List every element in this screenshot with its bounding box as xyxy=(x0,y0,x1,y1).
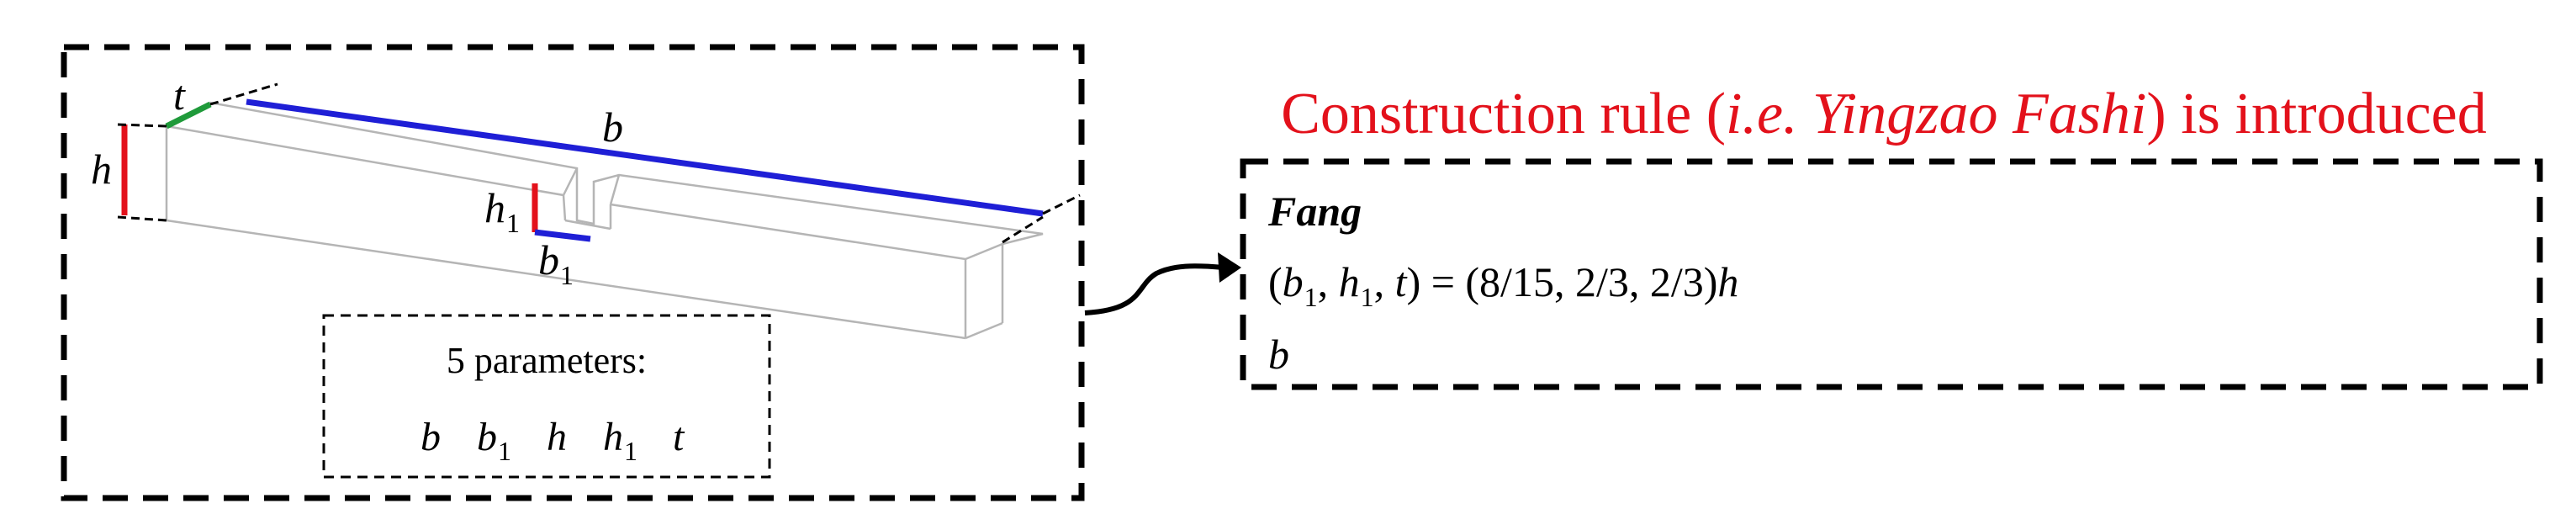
formula-t: t xyxy=(1394,258,1407,305)
formula-sep: , xyxy=(1317,258,1339,305)
connector-arrow xyxy=(1084,263,1225,315)
t-extension-line xyxy=(209,82,278,106)
b1-label-base: b xyxy=(538,236,559,284)
h1-label-base: h xyxy=(484,184,505,231)
param-item: h xyxy=(547,414,568,460)
h-label: h xyxy=(91,146,112,193)
b-dimension-line xyxy=(246,98,1044,217)
param-item: b xyxy=(421,414,442,460)
formula-rhs: ) = (8/15, 2/3, 2/3) xyxy=(1406,258,1718,305)
formula-h: h xyxy=(1338,258,1360,305)
t-label: t xyxy=(173,72,185,119)
beam-frame xyxy=(61,44,1085,501)
h1-label-sub: 1 xyxy=(506,208,520,238)
fang-heading: Fang xyxy=(1268,188,1362,235)
t-dimension-line xyxy=(165,101,212,130)
rule-title-before: Construction rule ( xyxy=(1281,82,1727,146)
param-base: h xyxy=(603,415,623,459)
param-base: h xyxy=(547,415,567,459)
dimension-lines xyxy=(117,82,1081,244)
parameters-box-border xyxy=(322,314,771,479)
b-label: b xyxy=(602,103,623,151)
formula-open: ( xyxy=(1268,258,1283,305)
rule-title-after: ) is introduced xyxy=(2146,82,2487,146)
b-extension-line xyxy=(1042,193,1081,215)
param-base: t xyxy=(673,415,685,459)
parameters-list: b b1 h h1 t xyxy=(421,414,710,466)
fang-last-line: b xyxy=(1268,331,1289,378)
beam-3d xyxy=(165,101,1044,340)
param-item: h1 xyxy=(603,414,637,466)
h1-label: h1 xyxy=(484,184,520,236)
param-item: t xyxy=(673,414,685,460)
formula-tail: h xyxy=(1717,258,1739,305)
b1-label-sub: 1 xyxy=(560,260,574,290)
param-sub: 1 xyxy=(498,436,511,466)
param-sub: 1 xyxy=(624,436,637,466)
connector-arrowhead xyxy=(1218,252,1241,283)
param-base: b xyxy=(421,415,441,459)
formula-sep: , xyxy=(1373,258,1395,305)
fang-formula: (b1, h1, t) = (8/15, 2/3, 2/3)h xyxy=(1268,257,1739,312)
h-top-extension xyxy=(117,123,167,128)
b1-label: b1 xyxy=(538,236,574,289)
construction-rule-title: Construction rule (i.e. Yingzao Fashi) i… xyxy=(1245,81,2523,148)
b1-dimension-line xyxy=(534,229,591,242)
formula-b-sub: 1 xyxy=(1304,282,1318,312)
param-base: b xyxy=(477,415,497,459)
param-item: b1 xyxy=(477,414,511,466)
formula-b: b xyxy=(1282,258,1304,305)
rule-box-border xyxy=(1240,158,2543,390)
b-extension-line-2 xyxy=(1002,215,1044,244)
formula-h-sub: 1 xyxy=(1360,282,1374,312)
rule-title-italic: i.e. Yingzao Fashi xyxy=(1726,82,2147,146)
h-bottom-extension xyxy=(117,215,167,222)
parameters-title: 5 parameters: xyxy=(446,340,648,381)
